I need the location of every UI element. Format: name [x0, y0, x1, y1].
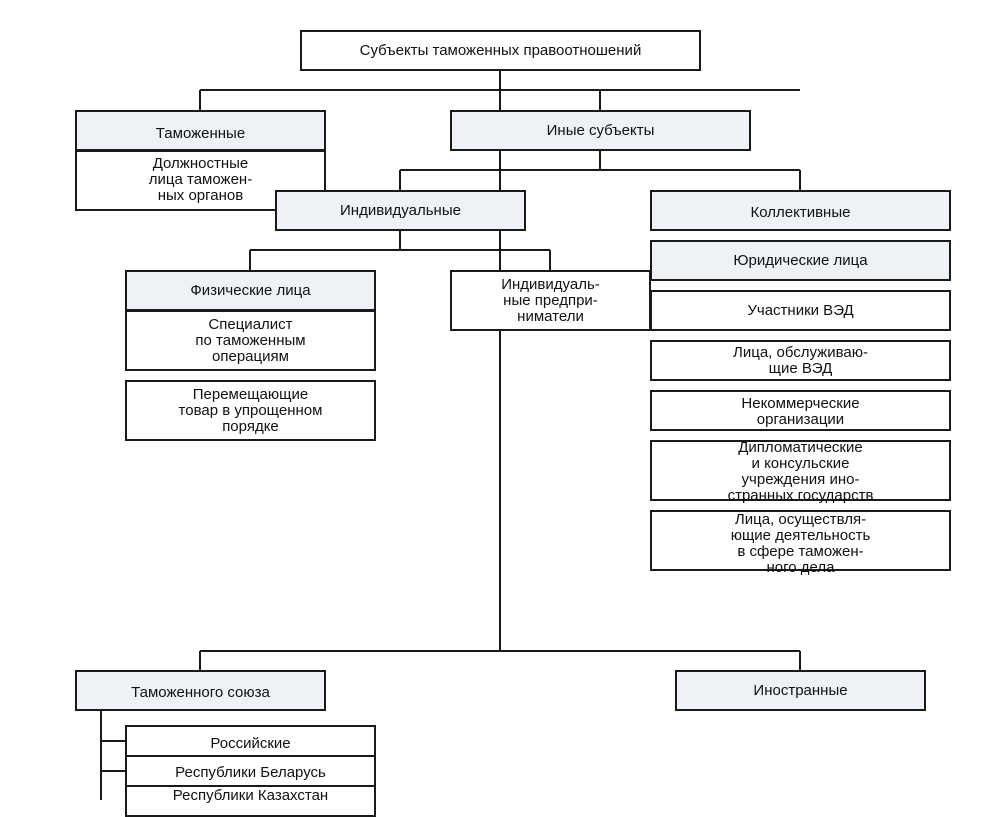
- customs-union-box: Таможенного союза: [75, 670, 326, 711]
- belarus-box: Республики Беларусь: [125, 755, 376, 787]
- fea-servicing-box: Лица, обслуживаю- щие ВЭД: [650, 340, 951, 381]
- diplomatic-box: Дипломатические и консульские учреждения…: [650, 439, 951, 503]
- other-subjects-box: Иные субъекты: [450, 110, 751, 151]
- kazakhstan-box: Республики Казахстан: [125, 785, 376, 817]
- collective-box: Коллективные: [650, 190, 951, 231]
- fea-participants-box: Участники ВЭД: [650, 290, 951, 331]
- specialist-box: Специалист по таможенным операциям: [125, 310, 376, 371]
- officials-box: Должностные лица таможен- ных органов: [75, 150, 326, 211]
- noncommercial-box: Некоммерческие организации: [650, 390, 951, 431]
- individual-box: Индивидуальные: [275, 190, 526, 231]
- physical-persons-box: Физические лица: [125, 270, 376, 311]
- customs-box: Таможенные: [75, 110, 326, 151]
- entrepreneurs-box: Индивидуаль- ные предпри- ниматели: [450, 270, 651, 331]
- movers-box: Перемещающие товар в упрощенном порядке: [125, 380, 376, 441]
- foreign-box: Иностранные: [675, 670, 926, 711]
- legal-entities-box: Юридические лица: [650, 240, 951, 281]
- russian-box: Российские: [125, 725, 376, 757]
- connector-lines: [100, 70, 801, 800]
- customs-activity-box: Лица, осуществля- ющие деятельность в сф…: [650, 510, 951, 575]
- root-box: Субъекты таможенных правоотношений: [300, 30, 701, 71]
